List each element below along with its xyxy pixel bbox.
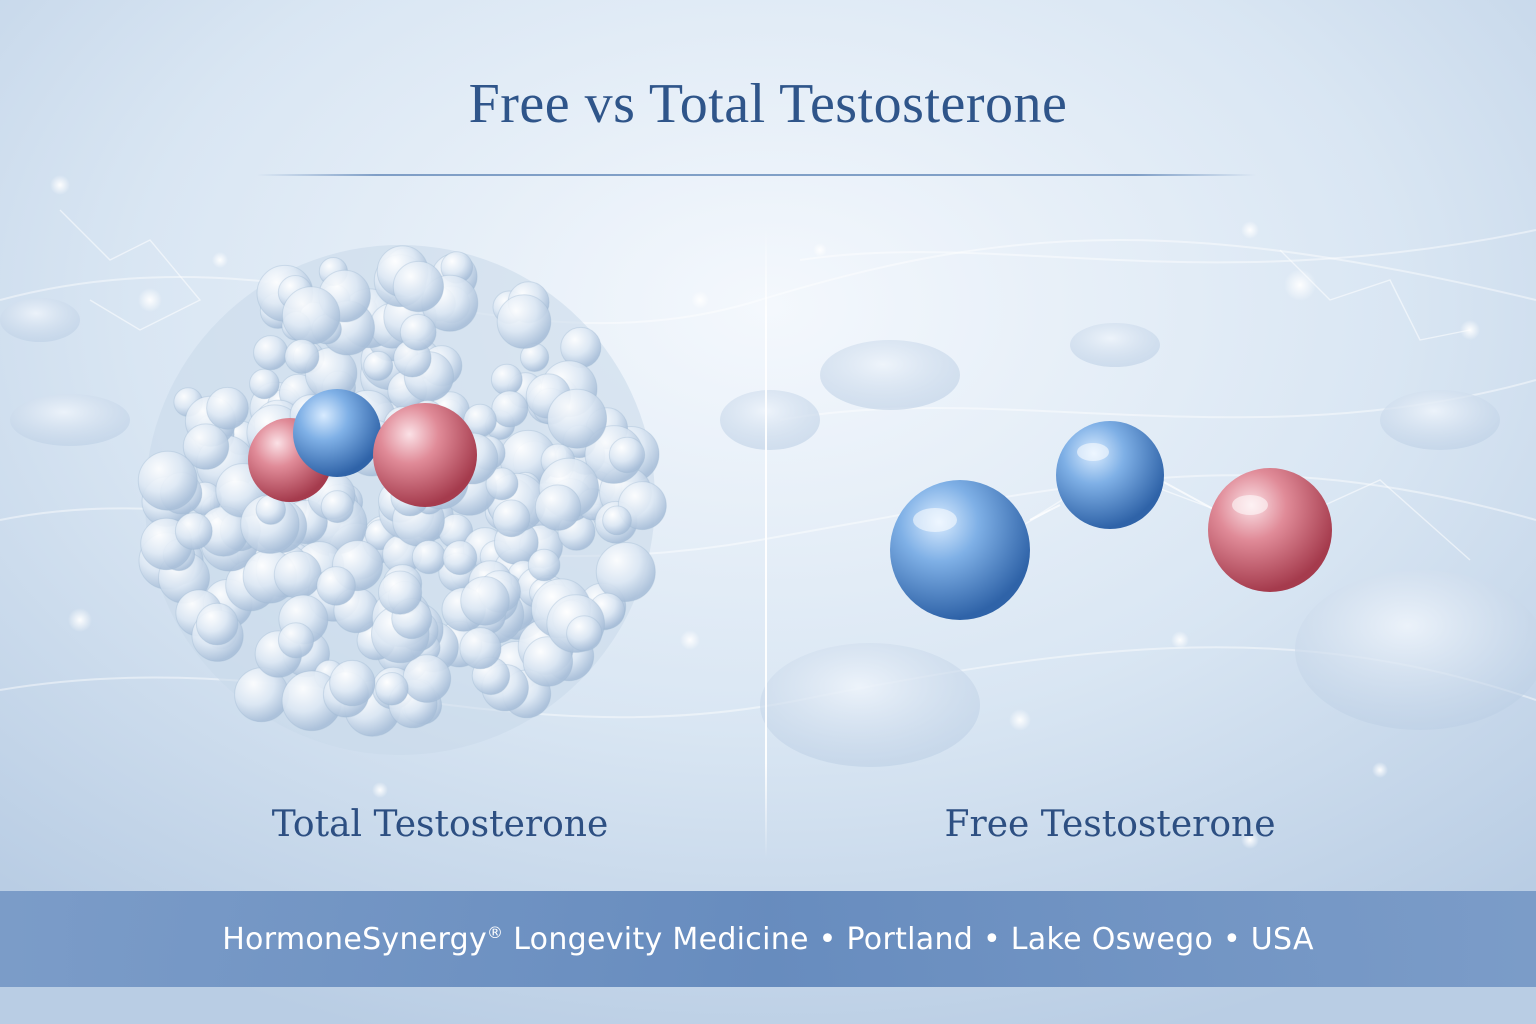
sparkle-dots	[50, 175, 1480, 849]
protein-subunit	[316, 566, 356, 606]
panel-divider	[765, 228, 767, 858]
protein-subunit	[442, 540, 478, 576]
protein-subunit	[534, 484, 582, 531]
protein-subunit	[320, 490, 354, 524]
blue-molecule-icon	[890, 480, 1030, 620]
protein-subunit	[281, 286, 341, 345]
protein-subunit	[460, 576, 510, 626]
red-molecule-icon	[373, 403, 477, 507]
protein-subunit	[399, 313, 437, 351]
protein-subunit	[608, 436, 646, 474]
protein-subunit	[182, 423, 230, 470]
protein-subunit	[602, 505, 632, 536]
protein-subunit	[485, 467, 519, 501]
brand-name: HormoneSynergy	[222, 921, 488, 957]
footer-banner: HormoneSynergy® Longevity Medicine • Por…	[0, 891, 1536, 987]
protein-subunit	[547, 388, 608, 449]
footer-tagline: Longevity Medicine • Portland • Lake Osw…	[503, 921, 1314, 957]
free-molecules	[890, 421, 1332, 620]
protein-subunit	[137, 450, 198, 511]
protein-subunit	[496, 294, 552, 349]
footer-text: HormoneSynergy® Longevity Medicine • Por…	[222, 922, 1314, 957]
protein-subunit	[392, 260, 444, 313]
protein-subunit	[329, 659, 376, 707]
protein-subunit	[527, 548, 561, 582]
free-testosterone-label: Free Testosterone	[944, 804, 1276, 845]
protein-subunit	[363, 350, 394, 381]
protein-subunit	[253, 335, 289, 371]
protein-subunit	[402, 654, 452, 703]
protein-subunit	[491, 390, 529, 428]
protein-subunit	[378, 570, 423, 615]
blue-molecule-icon	[293, 389, 381, 477]
protein-subunit	[195, 602, 239, 646]
total-testosterone-label: Total Testosterone	[271, 804, 609, 845]
protein-subunit	[284, 339, 320, 374]
protein-subunit	[522, 636, 574, 687]
bound-molecules	[248, 389, 477, 507]
protein-subunit	[411, 540, 446, 575]
cell-blob-icon	[0, 298, 1536, 767]
protein-subunit	[375, 672, 409, 706]
protein-subunit	[492, 499, 531, 538]
protein-subunit	[459, 627, 502, 670]
protein-subunit	[273, 550, 322, 599]
protein-subunit	[174, 512, 213, 550]
protein-subunit	[595, 542, 656, 602]
protein-subunit	[206, 386, 249, 430]
registered-mark: ®	[487, 922, 504, 942]
protein-subunit	[490, 363, 523, 396]
protein-subunit	[277, 622, 315, 659]
page-title: Free vs Total Testosterone	[468, 73, 1068, 135]
protein-subunit	[566, 615, 603, 652]
title-divider	[256, 174, 1256, 176]
blue-molecule-icon	[1056, 421, 1164, 529]
red-molecule-icon	[1208, 468, 1332, 592]
protein-subunit	[249, 368, 280, 400]
